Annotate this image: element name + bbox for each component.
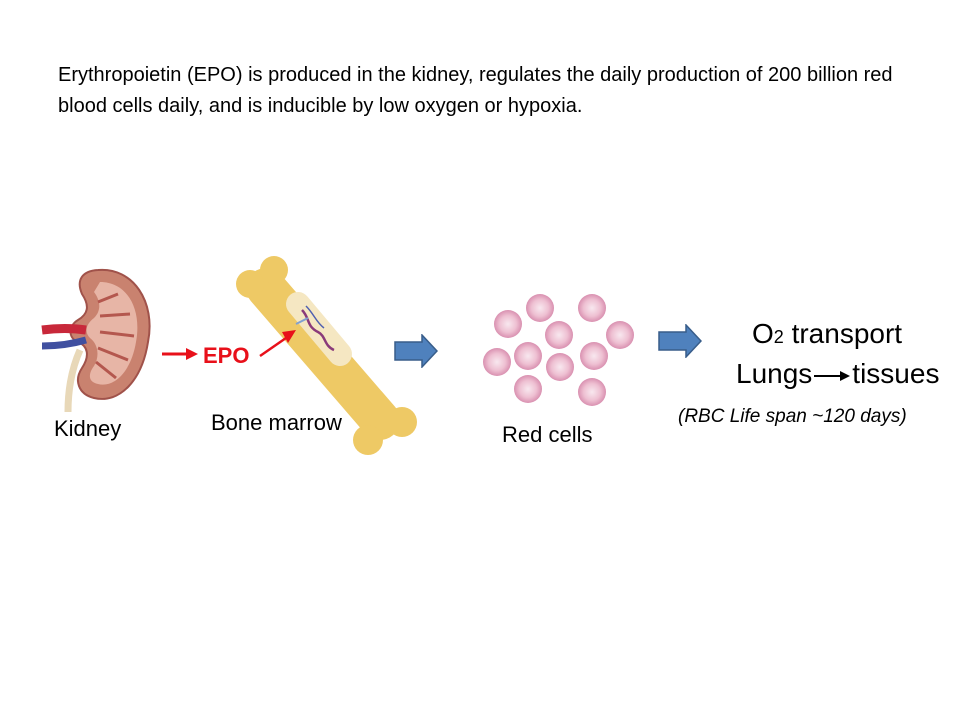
epo-label: EPO bbox=[203, 343, 250, 368]
epo-to-bone-arrow-icon bbox=[259, 330, 296, 358]
o2-subscript: 2 bbox=[773, 327, 784, 347]
red-cells-illustration bbox=[483, 294, 634, 406]
block-arrow-icon bbox=[658, 324, 702, 358]
rbc-lifespan-note: (RBC Life span ~120 days) bbox=[678, 406, 907, 427]
o2-prefix: O bbox=[752, 318, 774, 349]
epo-arrow-icon bbox=[162, 348, 198, 360]
bone-marrow-label: Bone marrow bbox=[211, 410, 342, 435]
bone-illustration bbox=[236, 256, 417, 455]
red-cells-label: Red cells bbox=[502, 422, 593, 447]
lungs-to-tissues: Lungs tissues bbox=[736, 358, 939, 390]
kidney-illustration bbox=[41, 268, 151, 412]
o2-transport-title: O2 transport bbox=[752, 318, 902, 350]
lungs-label: Lungs bbox=[736, 358, 813, 389]
tissues-label: tissues bbox=[852, 358, 940, 389]
block-arrow-icon bbox=[394, 334, 438, 368]
arrow-right-icon bbox=[814, 370, 851, 381]
kidney-label: Kidney bbox=[54, 416, 122, 441]
o2-suffix: transport bbox=[783, 318, 903, 349]
intro-text: Erythropoietin (EPO) is produced in the … bbox=[58, 64, 893, 117]
